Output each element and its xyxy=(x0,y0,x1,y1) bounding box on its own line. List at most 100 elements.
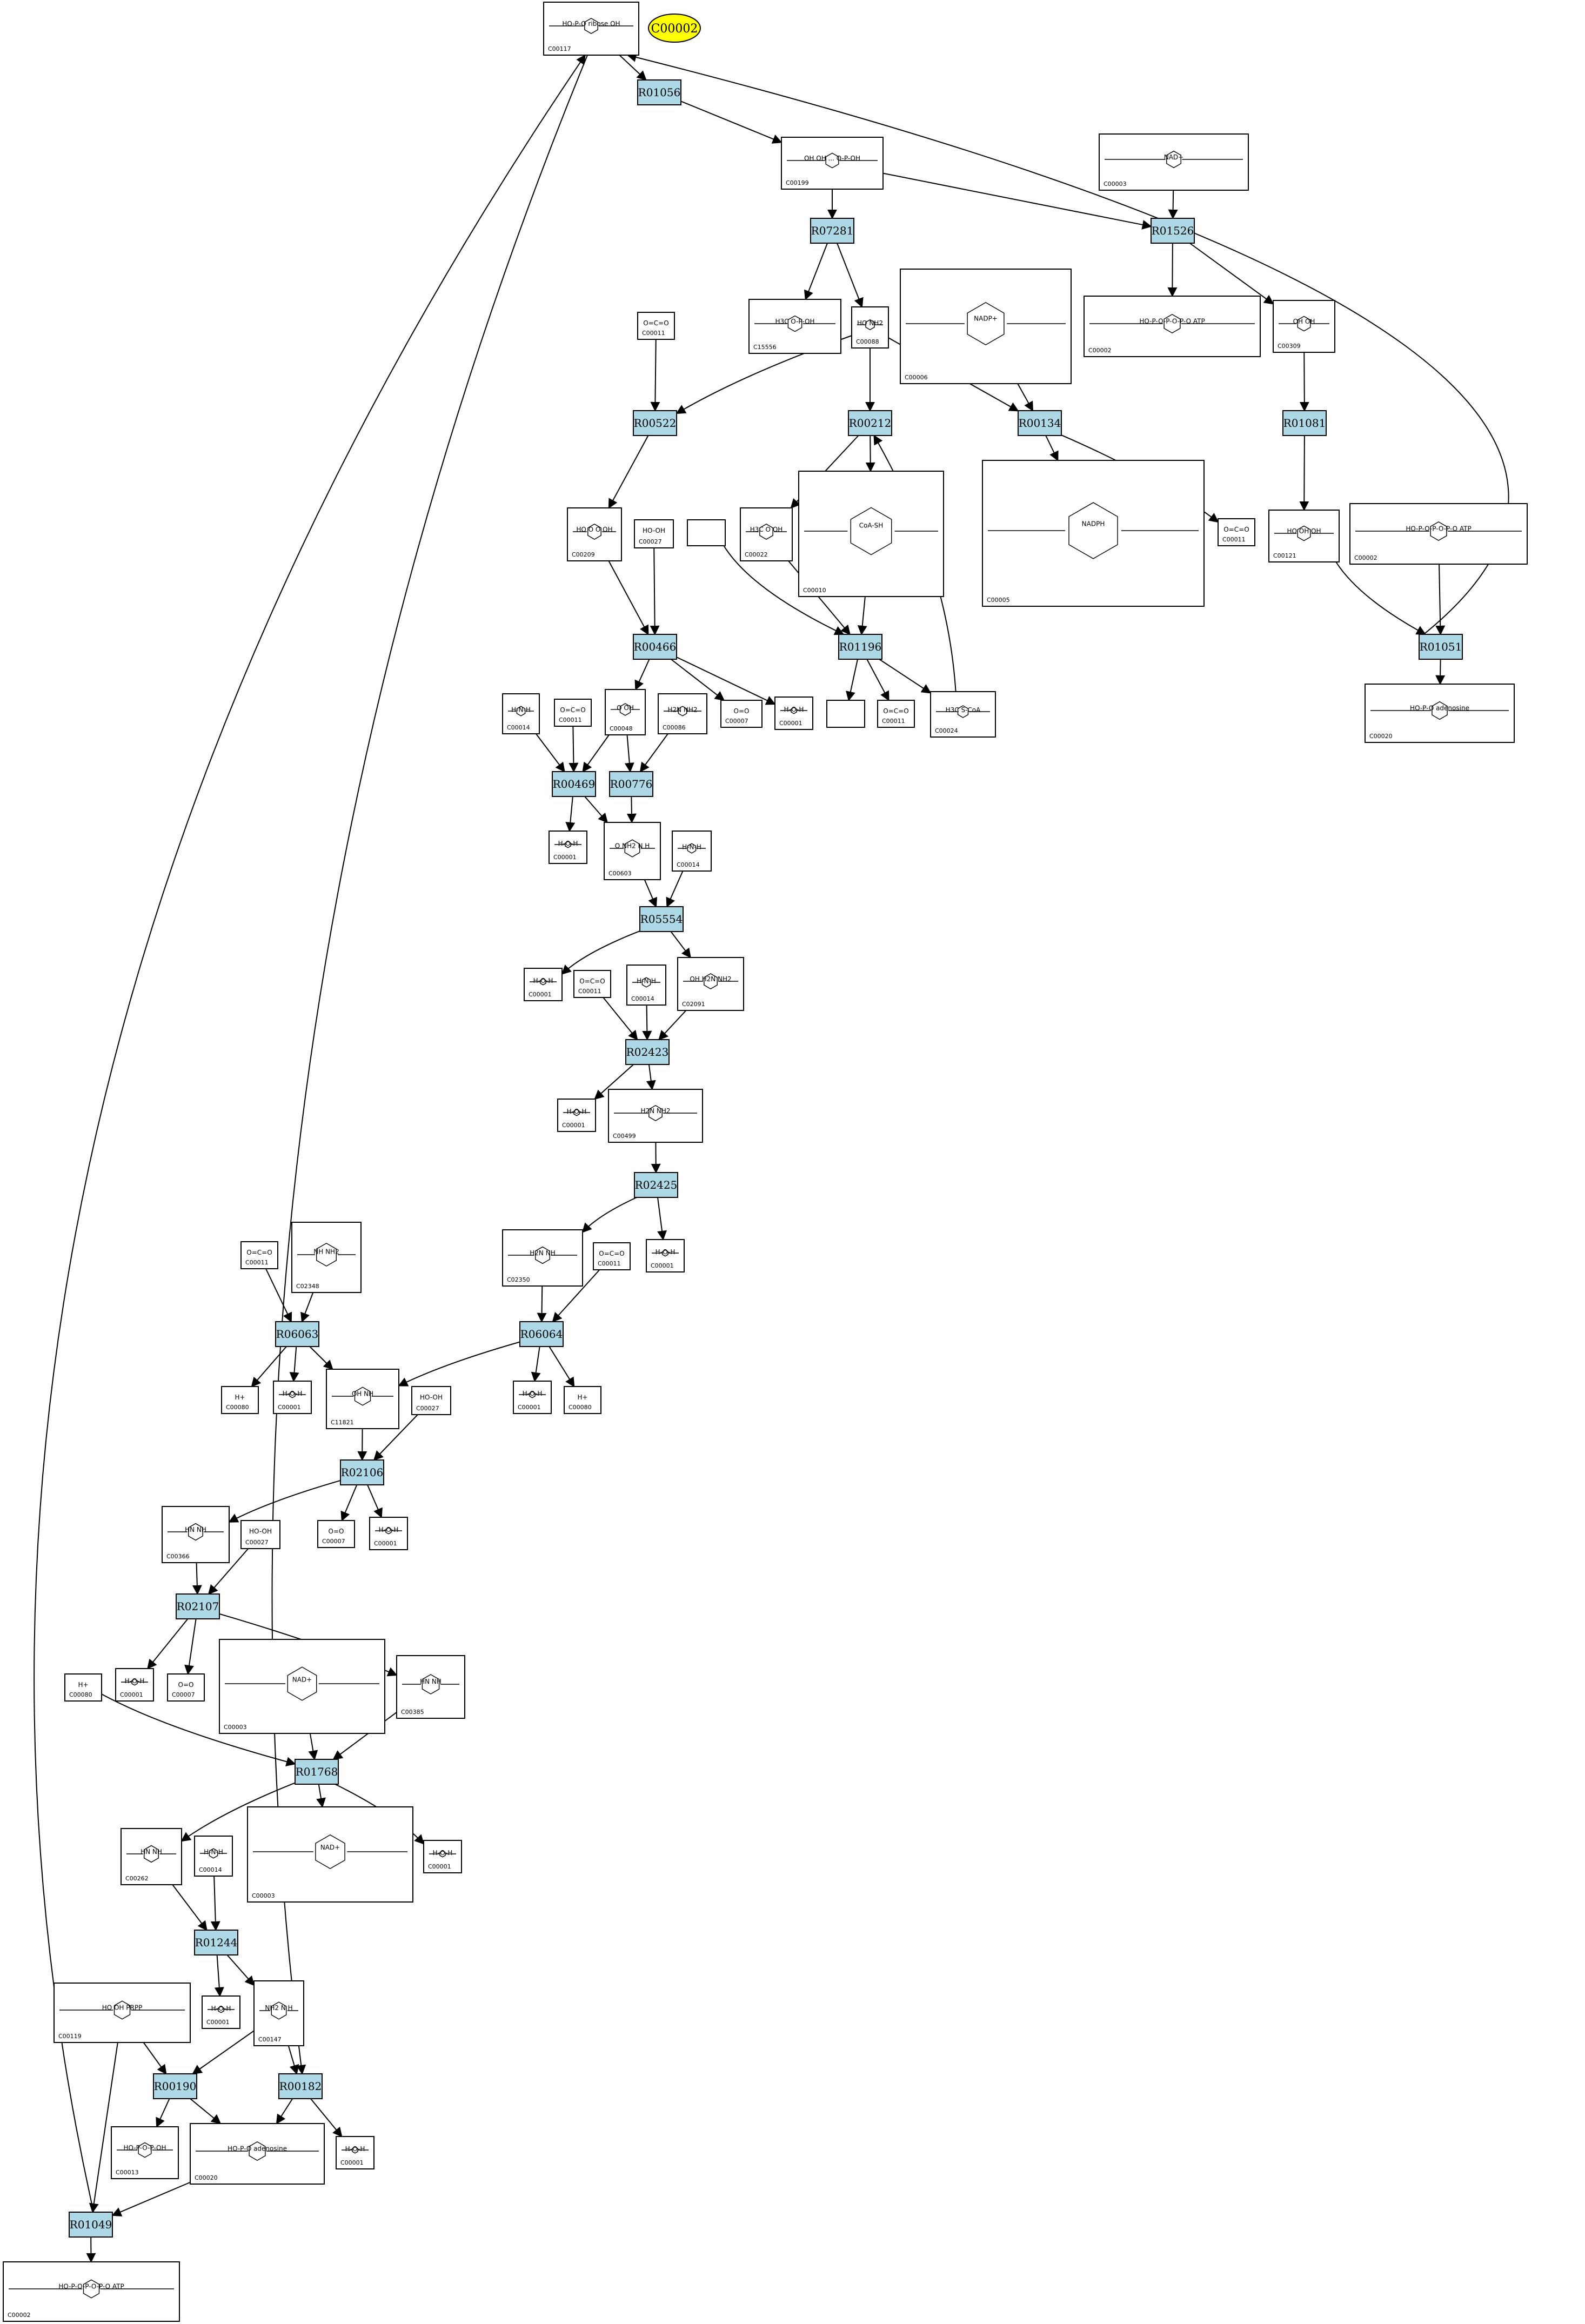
compound-c00080[interactable]: H+C00080 xyxy=(64,1673,102,1702)
compound-blank[interactable] xyxy=(687,519,726,546)
reaction-r00469[interactable]: R00469 xyxy=(552,771,596,797)
reaction-r01244[interactable]: R01244 xyxy=(194,1930,238,1955)
compound-c00003[interactable]: NAD+C00003 xyxy=(219,1639,385,1734)
compound-blank[interactable] xyxy=(826,700,865,728)
reaction-r01196[interactable]: R01196 xyxy=(838,634,882,660)
reaction-r00182[interactable]: R00182 xyxy=(278,2073,323,2099)
reaction-r00190[interactable]: R00190 xyxy=(153,2073,197,2099)
title-node[interactable]: C00002 xyxy=(648,14,701,43)
compound-c00003[interactable]: NAD+C00003 xyxy=(247,1806,413,1903)
reaction-r02106[interactable]: R02106 xyxy=(340,1459,384,1485)
edge-R00466-c00048 xyxy=(634,659,650,691)
reaction-r01056[interactable]: R01056 xyxy=(637,79,681,105)
compound-c00003[interactable]: NAD+C00003 xyxy=(1099,133,1249,191)
reaction-r00776[interactable]: R00776 xyxy=(609,771,653,797)
compound-c00006[interactable]: NADP+C00006 xyxy=(900,269,1072,384)
reaction-r01081[interactable]: R01081 xyxy=(1282,410,1327,436)
compound-c00080[interactable]: H+C00080 xyxy=(221,1386,259,1414)
reaction-r00212[interactable]: R00212 xyxy=(848,410,892,436)
reaction-r01051[interactable]: R01051 xyxy=(1419,634,1463,660)
reaction-r02107[interactable]: R02107 xyxy=(176,1593,220,1619)
reaction-r00522[interactable]: R00522 xyxy=(633,410,677,436)
reaction-r00466[interactable]: R00466 xyxy=(633,634,677,660)
reaction-r01768[interactable]: R01768 xyxy=(295,1759,339,1785)
reaction-r01526[interactable]: R01526 xyxy=(1151,218,1195,244)
reaction-r00134[interactable]: R00134 xyxy=(1018,410,1062,436)
reaction-r01049[interactable]: R01049 xyxy=(69,2212,113,2238)
reaction-r02423[interactable]: R02423 xyxy=(625,1039,670,1065)
compound-id: C00027 xyxy=(245,1539,269,1546)
compound-c00080[interactable]: H+C00080 xyxy=(564,1386,601,1414)
reaction-r02425[interactable]: R02425 xyxy=(634,1172,678,1198)
structure-text: H3C O-P-OH xyxy=(775,318,814,325)
reaction-r05554[interactable]: R05554 xyxy=(639,906,684,932)
edge-R00182-c00001_l xyxy=(310,2098,343,2138)
reaction-r06063[interactable]: R06063 xyxy=(275,1321,319,1347)
structure-ring xyxy=(957,705,969,718)
reaction-r06064[interactable]: R06064 xyxy=(519,1321,564,1347)
structure-text: OH NH xyxy=(352,1390,373,1398)
reaction-r07281[interactable]: R07281 xyxy=(810,218,854,244)
edge-R02107-c00001_i xyxy=(147,1618,189,1670)
